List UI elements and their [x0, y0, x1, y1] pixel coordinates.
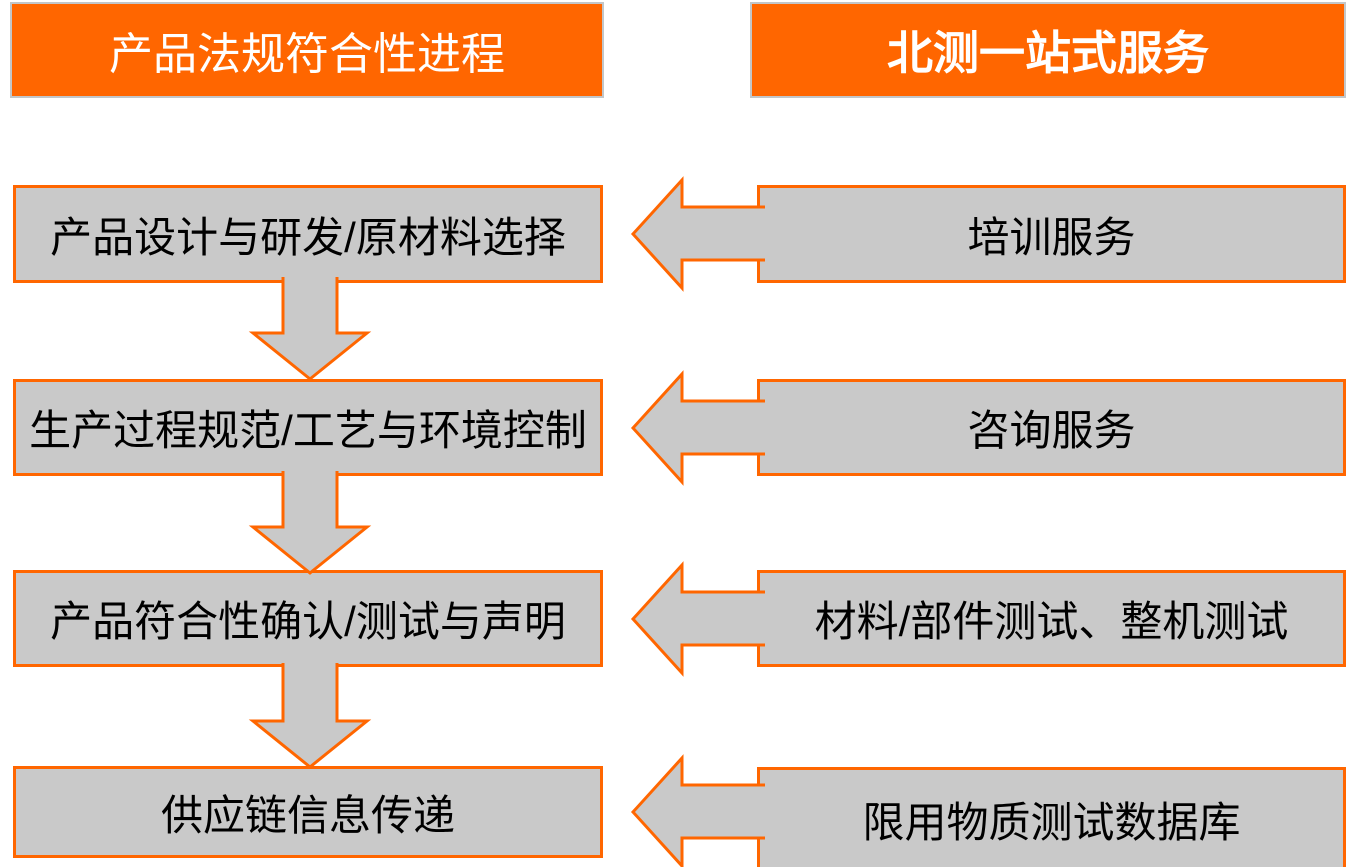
service-label-4: 限用物质测试数据库	[862, 798, 1241, 846]
service-label-3: 材料/部件测试、整机测试	[814, 598, 1289, 645]
process-step-label-2: 生产过程规范/工艺与环境控制	[29, 407, 587, 454]
service-box-3: 材料/部件测试、整机测试	[757, 570, 1346, 667]
left-arrow-icon	[630, 370, 765, 486]
process-step-box-2: 生产过程规范/工艺与环境控制	[13, 379, 603, 476]
down-arrow-icon	[248, 471, 372, 575]
process-step-box-3: 产品符合性确认/测试与声明	[13, 570, 603, 667]
left-arrow-icon	[630, 561, 765, 677]
header-services-label: 北测一站式服务	[887, 28, 1209, 79]
left-arrow-icon	[630, 754, 765, 867]
process-step-box-1: 产品设计与研发/原材料选择	[13, 185, 603, 283]
down-arrow-icon	[248, 277, 372, 381]
header-process-column: 产品法规符合性进程	[10, 2, 604, 98]
header-services-column: 北测一站式服务	[750, 2, 1346, 98]
service-box-4: 限用物质测试数据库	[757, 767, 1346, 867]
down-arrow-icon	[248, 663, 372, 769]
process-step-label-3: 产品符合性确认/测试与声明	[50, 598, 566, 645]
process-step-box-4: 供应链信息传递	[13, 766, 603, 858]
service-label-2: 咨询服务	[967, 407, 1136, 454]
service-box-2: 咨询服务	[757, 379, 1346, 476]
process-step-label-1: 产品设计与研发/原材料选择	[50, 213, 566, 261]
service-box-1: 培训服务	[757, 185, 1346, 283]
left-arrow-icon	[630, 176, 765, 292]
header-process-label: 产品法规符合性进程	[109, 30, 505, 79]
process-step-label-4: 供应链信息传递	[160, 791, 455, 839]
service-label-1: 培训服务	[967, 213, 1136, 261]
